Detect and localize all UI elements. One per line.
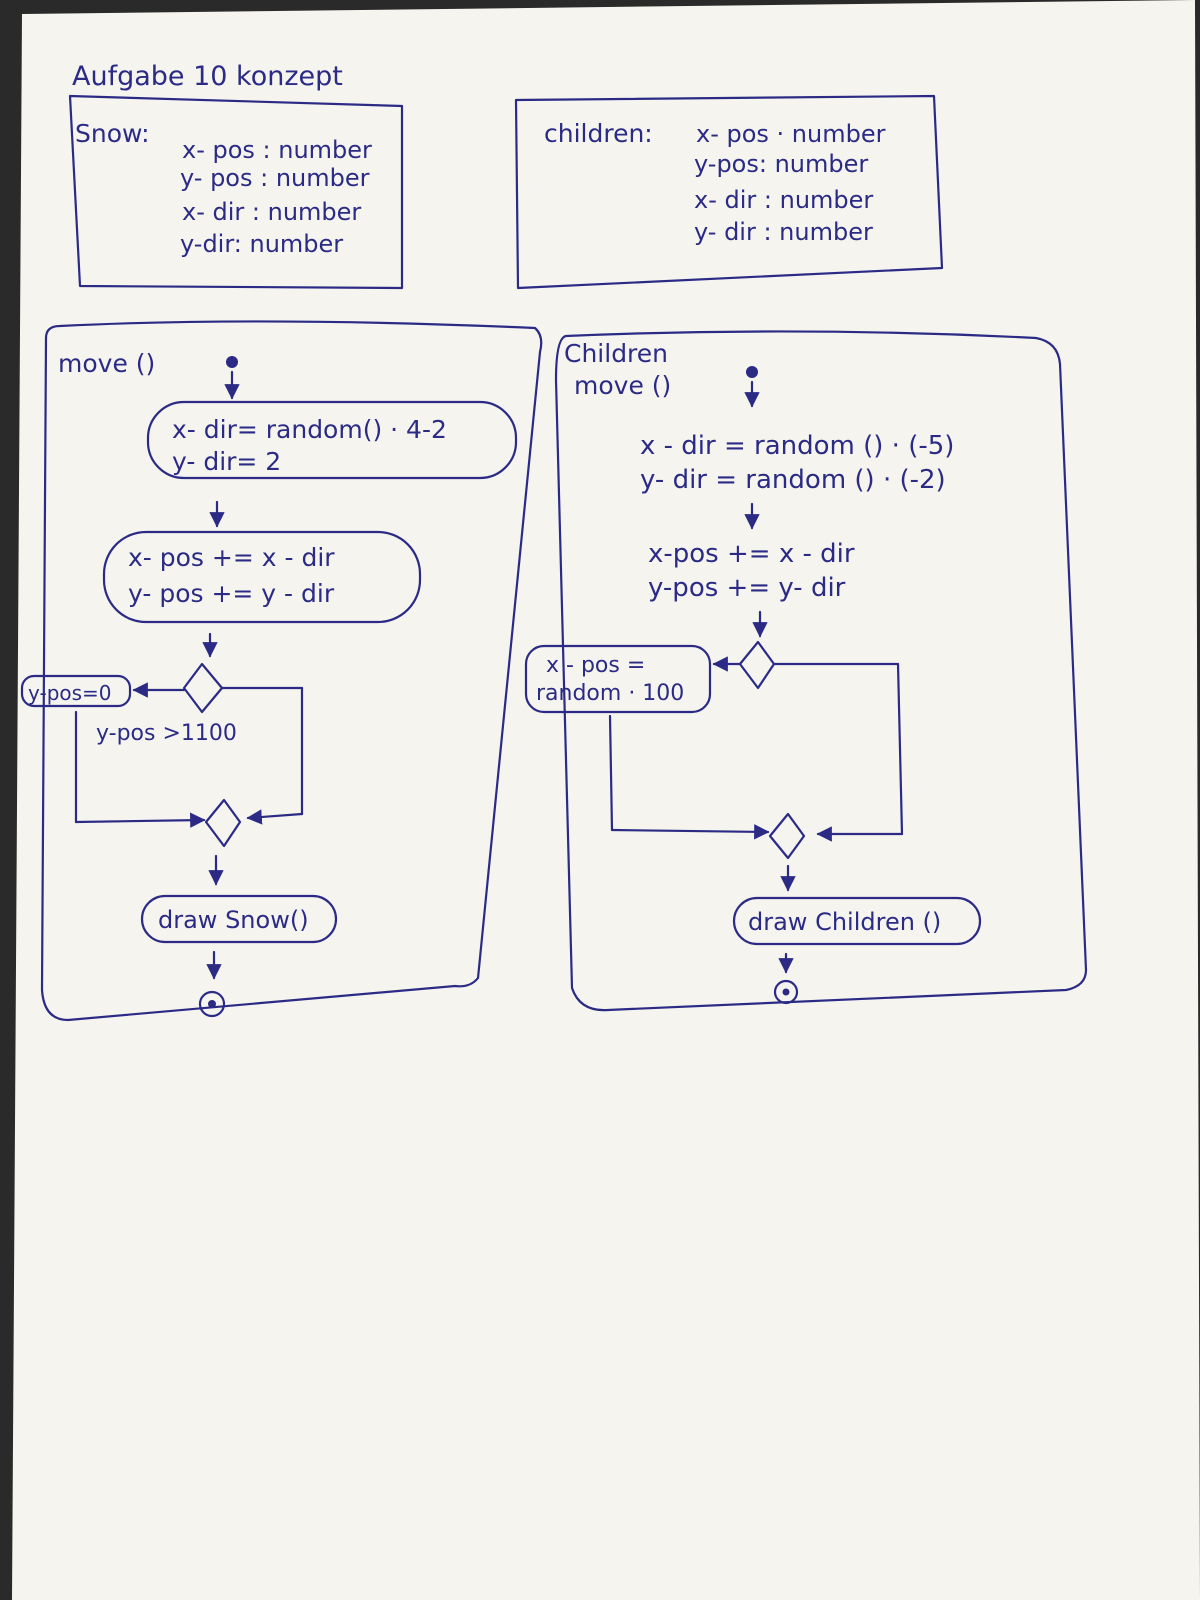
snow-draw-text: draw Snow() <box>158 906 309 934</box>
children-class-box: children: x- pos · number y-pos: number … <box>514 94 944 290</box>
children-attr-x-pos: x- pos · number <box>696 120 886 148</box>
snow-step1-line1: x- dir= random() · 4-2 <box>172 415 447 444</box>
snow-merge-node <box>204 798 242 848</box>
children-end-node-center <box>782 988 790 996</box>
paper-sheet <box>12 0 1200 1600</box>
snow-attr-y-pos: y- pos : number <box>180 164 370 192</box>
snow-step2-node <box>102 530 422 624</box>
snow-else-branch-in <box>246 809 304 825</box>
children-decision-node <box>738 640 776 690</box>
snow-guard-text: y-pos >1100 <box>96 721 237 746</box>
children-attr-y-pos: y-pos: number <box>694 150 868 178</box>
snow-reset-node <box>20 674 132 708</box>
snow-step2-line1: x- pos += x - dir <box>128 543 335 572</box>
children-reset-line1: x - pos = <box>546 653 645 678</box>
snow-reset-text: y-pos=0 <box>28 681 112 705</box>
children-step2-line2: y-pos += y- dir <box>648 573 846 603</box>
snow-attr-x-pos: x- pos : number <box>182 136 372 164</box>
children-merge-node <box>768 812 806 860</box>
children-attr-y-dir: y- dir : number <box>694 218 873 246</box>
children-step2-line1: x-pos += x - dir <box>648 539 855 569</box>
snow-step2-line2: y- pos += y - dir <box>128 579 335 608</box>
page-title: Aufgabe 10 konzept <box>72 61 343 92</box>
children-draw-node <box>732 896 982 946</box>
snow-reset-branch-in <box>74 812 206 828</box>
children-class-name: children: <box>544 119 653 148</box>
snow-attr-x-dir: x- dir : number <box>182 198 361 226</box>
snow-attr-y-dir: y-dir: number <box>180 230 343 258</box>
snow-move-label: move () <box>58 349 155 378</box>
children-reset-branch-down <box>608 714 614 832</box>
snow-class-name: Snow: <box>75 119 150 148</box>
children-move-label-2: move () <box>574 371 671 400</box>
children-move-label-1: Children <box>564 339 668 368</box>
children-reset-node <box>524 644 712 714</box>
children-move-activity: Children move () x - dir = random () · (… <box>524 330 1088 1012</box>
children-attr-x-dir: x- dir : number <box>694 186 873 214</box>
snow-step1-node <box>146 400 518 480</box>
snow-start-node <box>226 356 238 368</box>
children-step1-line1: x - dir = random () · (-5) <box>640 431 954 461</box>
snow-move-activity: move () x- dir= random() · 4-2 y- dir= 2… <box>20 320 543 1022</box>
children-else-branch-right <box>896 662 904 836</box>
snow-end-node <box>198 990 226 1018</box>
snow-decision-node <box>182 662 224 714</box>
snow-draw-node <box>140 894 338 944</box>
children-end-node <box>773 979 799 1005</box>
children-reset-line2: random · 100 <box>536 681 684 706</box>
children-start-node <box>746 366 758 378</box>
children-step1-line2: y- dir = random () · (-2) <box>640 465 946 495</box>
snow-step1-line2: y- dir= 2 <box>172 447 281 476</box>
snow-class-box: Snow: x- pos : number y- pos : number x-… <box>68 94 404 290</box>
children-reset-branch-in <box>610 824 770 840</box>
children-draw-text: draw Children () <box>748 908 941 936</box>
snow-end-node-center <box>208 1000 216 1008</box>
